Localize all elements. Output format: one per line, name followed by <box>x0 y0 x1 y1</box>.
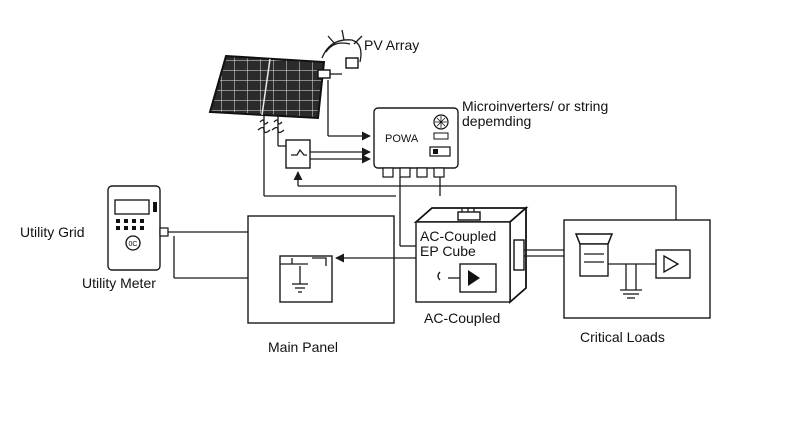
ep-cube <box>413 206 529 304</box>
ep-cube-label-line1: AC-Coupled <box>420 228 496 244</box>
pv-array <box>208 54 342 120</box>
critical-loads-panel <box>563 219 711 319</box>
disconnect-box <box>285 139 311 169</box>
powa-label: POWA <box>385 133 419 145</box>
sun-icon <box>321 29 363 69</box>
utility-grid-label: Utility Grid <box>20 224 85 240</box>
microinverters-label-line2: depemding <box>462 113 531 129</box>
critical-loads-label: Critical Loads <box>580 329 665 345</box>
utility-meter <box>107 185 169 271</box>
pv-wiring <box>257 114 396 197</box>
ep-cube-label-line2: EP Cube <box>420 243 476 259</box>
main-panel-label: Main Panel <box>268 339 338 355</box>
meter-badge: 0C <box>129 241 138 248</box>
ac-coupled-label: AC-Coupled <box>424 310 500 326</box>
pv-array-label: PV Array <box>364 37 419 53</box>
main-panel <box>247 215 395 324</box>
microinverter-unit <box>373 107 459 178</box>
utility-meter-label: Utility Meter <box>82 275 156 291</box>
microinverters-label-line1: Microinverters/ or string <box>462 98 608 114</box>
